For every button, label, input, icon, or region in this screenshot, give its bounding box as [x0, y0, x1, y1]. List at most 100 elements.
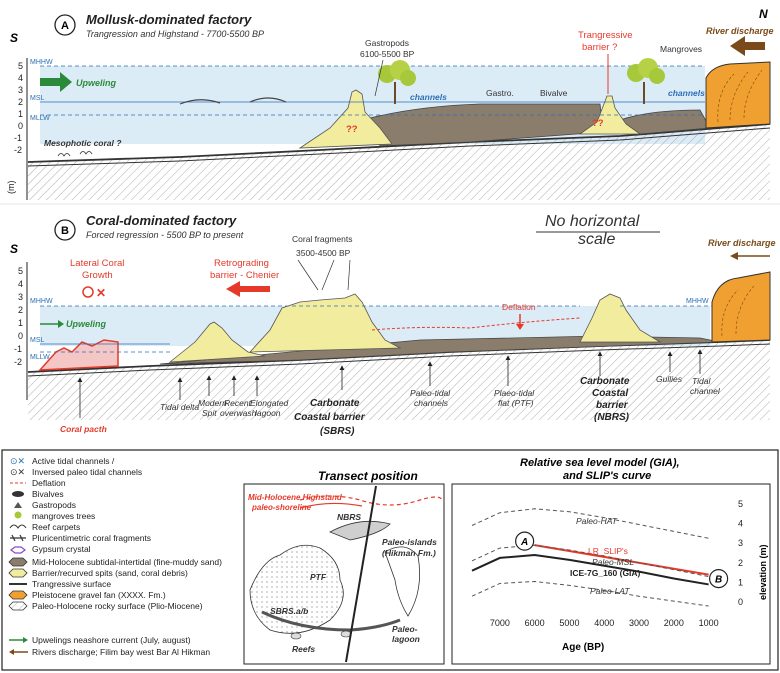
panel-b-bottom-labels: Coral pacth Tidal delta Modern Spit Rece… — [60, 349, 721, 437]
legend-item-4: Gastropods — [32, 500, 76, 510]
gravel-swatch — [8, 590, 28, 600]
chart-marker-label: A — [520, 537, 528, 548]
panel-a-channels-2: channels — [668, 88, 705, 98]
panel-a-subtitle: Trangression and Highstand - 7700-5500 B… — [86, 29, 264, 39]
svg-text:(Hikman Fm.): (Hikman Fm.) — [382, 548, 436, 558]
svg-text:channels: channels — [414, 398, 449, 408]
svg-text:-2: -2 — [14, 357, 22, 367]
reef-carpet-icon — [9, 524, 27, 529]
panel-b-muddy-fill — [159, 335, 721, 365]
north-label: N — [759, 7, 768, 21]
active-channel-icon: ⊙✕ — [10, 456, 25, 466]
panel-a-river: River discharge — [706, 26, 774, 36]
panel-b-nbrs-barrier — [579, 293, 662, 343]
rocky-swatch — [8, 601, 28, 611]
chart-label-paleo-lat: Paleo-LAT — [590, 586, 630, 596]
panel-a-bivalve: Bivalve — [540, 88, 568, 98]
panel-a-river-arrow — [730, 36, 765, 56]
svg-text:NBRS: NBRS — [337, 512, 361, 522]
legend-item-9: Mid-Holocene subtidal-intertidal (fine-m… — [32, 557, 222, 567]
svg-text:Gullies: Gullies — [656, 374, 683, 384]
panel-b-subtitle: Forced regression - 5500 BP to present — [86, 230, 244, 240]
transect-shoreline-2: paleo-shoreline — [251, 503, 312, 512]
panel-b-south-label: S — [10, 242, 18, 256]
panel-a-title: Mollusk-dominated factory — [86, 12, 252, 27]
svg-text:Reefs: Reefs — [292, 644, 315, 654]
svg-text:3: 3 — [18, 85, 23, 95]
svg-text:5: 5 — [18, 61, 23, 71]
svg-text:Carbonate: Carbonate — [310, 398, 360, 409]
panel-a-badge — [54, 14, 76, 36]
legend-item-11: Trangressive surface — [32, 579, 111, 589]
panel-b-no-horiz-1: No horizontal — [545, 213, 640, 230]
svg-text:lagoon: lagoon — [392, 634, 420, 644]
chart-series-4 — [471, 580, 709, 607]
svg-text:Coastal barrier: Coastal barrier — [294, 412, 366, 423]
panel-a-mhhw: MHHW — [30, 59, 53, 66]
coral-fragment-icon — [10, 534, 26, 542]
chart-marker-0 — [515, 531, 535, 551]
chart-ytick: 4 — [738, 519, 743, 529]
svg-text:channel: channel — [690, 386, 721, 396]
panel-a-upwelling-arrow — [40, 72, 72, 92]
chart-ytick: 5 — [738, 499, 743, 509]
gypsum-icon — [10, 546, 26, 554]
panel-a-channels-1: channels — [410, 92, 447, 102]
panel-b-retro-1: Retrograding — [214, 258, 269, 269]
svg-text:1: 1 — [18, 318, 23, 328]
panel-b-letter: B — [61, 225, 69, 237]
svg-text:0: 0 — [18, 121, 23, 131]
svg-text:Recent: Recent — [224, 398, 252, 408]
muddy-swatch — [8, 557, 28, 567]
svg-text:flat (PTF): flat (PTF) — [498, 398, 534, 408]
gastropod-icon — [14, 502, 22, 508]
chart-ytick: 1 — [738, 577, 743, 587]
panel-a-gastropods-age: 6100-5500 BP — [360, 49, 415, 59]
panel-b-lateral-2: Growth — [82, 270, 113, 281]
chart-series-3 — [471, 553, 709, 586]
panel-a-question-1: ?? — [346, 124, 358, 135]
chart-title-1: Relative sea level model (GIA), — [520, 457, 680, 469]
barrier-swatch — [8, 568, 28, 578]
svg-text:(SBRS): (SBRS) — [320, 426, 355, 437]
chart-xtick: 5000 — [559, 618, 579, 628]
svg-text:3: 3 — [18, 292, 23, 302]
panel-b-mllw: MLLW — [30, 354, 50, 361]
svg-text:4: 4 — [18, 279, 23, 289]
panel-b-msl: MSL — [30, 337, 45, 344]
chart-xtick: 7000 — [490, 618, 510, 628]
transect-title: Transect position — [318, 469, 418, 483]
legend-item-5: mangroves trees — [32, 511, 95, 521]
legend-item-12: Pleistocene gravel fan (XXXX. Fm.) — [32, 590, 166, 600]
panel-a-transgressive-1: Trangressive — [578, 30, 633, 41]
svg-text:Paleo-tidal: Paleo-tidal — [410, 388, 451, 398]
chart-xlabel: Age (BP) — [562, 642, 604, 653]
chart-title-2: and SLIP's curve — [563, 470, 651, 482]
svg-text:Paleo-islands: Paleo-islands — [382, 537, 437, 547]
bottom-frame — [1, 449, 779, 671]
chart-label-ice7g: ICE-7G_160 (GIA) — [570, 568, 641, 578]
chart-series-1 — [534, 544, 709, 576]
chart-label-lr-slips: LR_SLIP's — [588, 546, 628, 556]
panel-b-retro-2: barrier - Chenier — [210, 270, 279, 281]
chart-xtick: 6000 — [525, 618, 545, 628]
panel-a-gravel-fan — [705, 61, 771, 129]
svg-text:Spit: Spit — [202, 408, 217, 418]
panel-b-rocky-base — [28, 340, 770, 420]
transect-shoreline-1: Mid-Holocene Highstand — [248, 493, 343, 502]
panel-a-gastro: Gastro. — [486, 88, 514, 98]
legend-item-8: Gypsum crystal — [32, 544, 91, 554]
svg-text:-1: -1 — [14, 133, 22, 143]
legend-item-13: Paleo-Holocene rocky surface (Plio-Mioce… — [32, 601, 203, 611]
panel-a-transgressive-2: barrier ? — [582, 42, 617, 53]
bivalve-icon — [12, 491, 24, 497]
legend-item-10: Barrier/recurved spits (sand, coral debr… — [32, 568, 188, 578]
inversed-channel-icon: ⊙✕ — [10, 467, 25, 477]
svg-text:overwash: overwash — [220, 408, 257, 418]
panel-a-rocky-base — [28, 124, 770, 200]
svg-text:Coastal: Coastal — [592, 388, 628, 399]
svg-text:SBRS.a/b: SBRS.a/b — [270, 606, 308, 616]
panel-a-letter: A — [61, 20, 69, 32]
transect-map: Transect position Mid-Holocene Highstand… — [243, 469, 445, 665]
